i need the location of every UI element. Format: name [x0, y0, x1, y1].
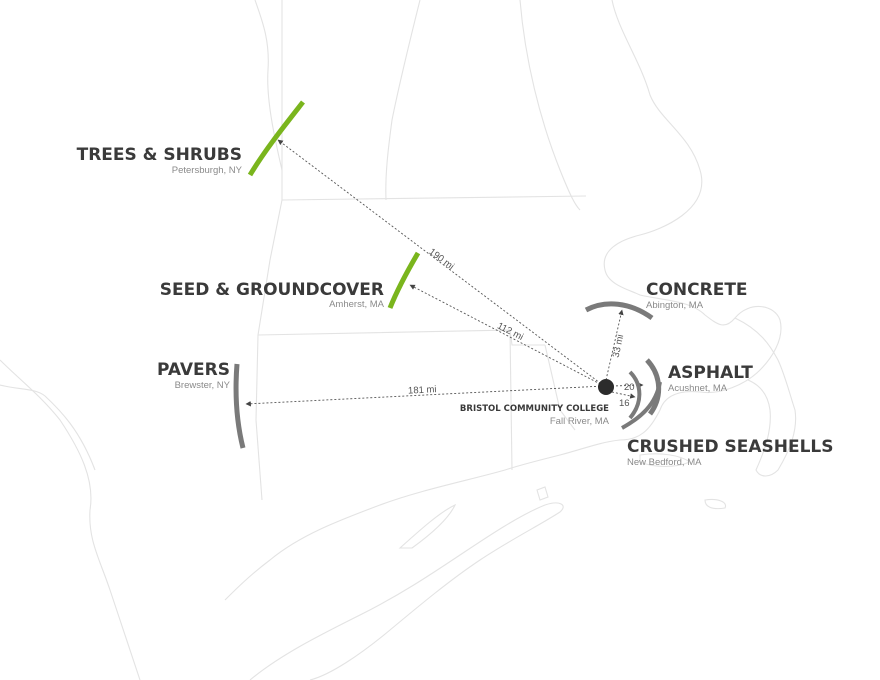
vt-nh-border	[385, 0, 421, 201]
arc-concrete	[584, 301, 654, 321]
route-trees	[277, 139, 605, 387]
origin-title: BRISTOL COMMUNITY COLLEGE	[460, 404, 609, 414]
seashells-location: New Bedford, MA	[627, 457, 702, 468]
arc-trees	[247, 100, 305, 177]
ri-ma-border	[544, 344, 576, 431]
origin-location: Fall River, MA	[550, 416, 610, 427]
arc-seashells-outer	[621, 381, 662, 430]
north-fork	[398, 503, 457, 549]
seed-location: Amherst, MA	[329, 299, 385, 310]
block-island	[536, 486, 549, 501]
distance-pavers: 181 mi	[408, 384, 437, 396]
long-island	[249, 502, 564, 680]
distance-concrete: 33 mi	[611, 334, 627, 359]
nantucket	[704, 498, 727, 510]
pavers-location: Brewster, NY	[175, 380, 231, 391]
asphalt-location: Acushnet, MA	[668, 383, 728, 394]
trees-title: TREES & SHRUBS	[77, 145, 242, 165]
source-arcs	[233, 100, 662, 449]
nh-me-border	[519, 0, 581, 211]
ma-north-border	[281, 195, 587, 201]
arc-seashells	[628, 370, 642, 420]
ny-pa-border	[0, 384, 96, 471]
ny-ct-border	[255, 199, 283, 501]
mainland-coast	[224, 0, 782, 601]
asphalt-title: ASPHALT	[668, 363, 753, 383]
distance-seashells: 16	[619, 398, 630, 409]
nj-coast	[0, 359, 141, 680]
labels: TREES & SHRUBS Petersburgh, NY SEED & GR…	[77, 145, 834, 468]
origin-marker	[598, 379, 614, 395]
seed-title: SEED & GROUNDCOVER	[160, 280, 384, 300]
hudson	[254, 0, 283, 171]
marthas-vineyard	[639, 453, 692, 468]
concrete-title: CONCRETE	[646, 280, 748, 300]
distance-asphalt: 20	[624, 382, 635, 393]
arc-pavers	[233, 363, 246, 449]
seashells-title: CRUSHED SEASHELLS	[627, 437, 834, 457]
concrete-location: Abington, MA	[646, 300, 704, 311]
pavers-title: PAVERS	[157, 360, 230, 380]
trees-location: Petersburgh, NY	[172, 165, 243, 176]
route-seed	[409, 284, 605, 387]
ct-ri-border	[509, 329, 513, 471]
arc-seed	[387, 251, 421, 309]
cape-cod	[734, 317, 797, 477]
